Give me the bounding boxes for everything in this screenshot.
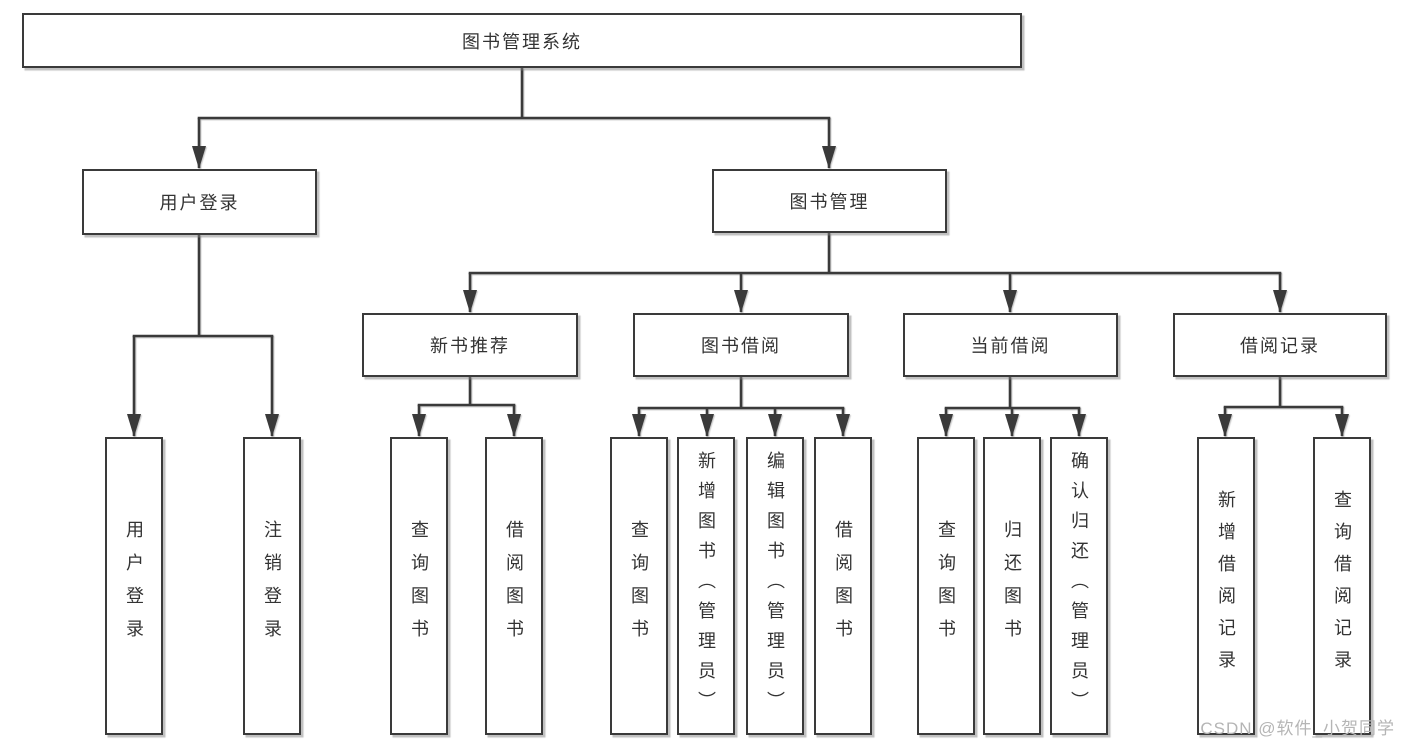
node-user-login: 用户登录 xyxy=(82,169,317,235)
leaf-borrow-book-recommend: 借阅图书 xyxy=(485,437,543,735)
node-book-management: 图书管理 xyxy=(712,169,947,233)
node-label: 借阅图书 xyxy=(833,520,853,652)
leaf-borrow-book: 借阅图书 xyxy=(814,437,872,735)
node-label: 新增图书（管理员） xyxy=(696,451,716,721)
node-label: 归还图书 xyxy=(1002,520,1022,652)
node-current-borrow: 当前借阅 xyxy=(903,313,1118,377)
leaf-query-books-current: 查询图书 xyxy=(917,437,975,735)
node-borrow-records: 借阅记录 xyxy=(1173,313,1387,377)
node-label: 注销登录 xyxy=(262,520,282,652)
node-label: 借阅记录 xyxy=(1240,336,1320,356)
leaf-query-books-borrow: 查询图书 xyxy=(610,437,668,735)
leaf-add-borrow-record: 新增借阅记录 xyxy=(1197,437,1255,735)
leaf-logout-action: 注销登录 xyxy=(243,437,301,735)
arrowheads xyxy=(127,146,1349,437)
node-label: 确认归还（管理员） xyxy=(1069,451,1089,721)
leaf-query-books-recommend: 查询图书 xyxy=(390,437,448,735)
leaf-query-borrow-record: 查询借阅记录 xyxy=(1313,437,1371,735)
node-label: 查询借阅记录 xyxy=(1332,490,1352,682)
node-label: 查询图书 xyxy=(409,520,429,652)
leaf-confirm-return-admin: 确认归还（管理员） xyxy=(1050,437,1108,735)
node-book-borrow: 图书借阅 xyxy=(633,313,849,377)
node-label: 查询图书 xyxy=(936,520,956,652)
csdn-watermark: CSDN @软件_小贺同学 xyxy=(1200,719,1395,738)
leaf-edit-book-admin: 编辑图书（管理员） xyxy=(746,437,804,735)
node-new-book-recommend: 新书推荐 xyxy=(362,313,578,377)
leaf-user-login-action: 用户登录 xyxy=(105,437,163,735)
node-label: 查询图书 xyxy=(629,520,649,652)
node-library-management-system: 图书管理系统 xyxy=(22,13,1022,68)
node-label: 用户登录 xyxy=(159,193,240,213)
node-label: 借阅图书 xyxy=(504,520,524,652)
node-label: 新书推荐 xyxy=(430,336,510,356)
node-label: 编辑图书（管理员） xyxy=(765,451,785,721)
node-label: 图书借阅 xyxy=(701,336,781,356)
node-label: 新增借阅记录 xyxy=(1216,490,1236,682)
node-label: 当前借阅 xyxy=(970,336,1051,356)
node-label: 图书管理系统 xyxy=(462,31,582,52)
node-label: 图书管理 xyxy=(789,192,870,212)
leaf-return-book: 归还图书 xyxy=(983,437,1041,735)
node-label: 用户登录 xyxy=(124,520,144,652)
leaf-add-book-admin: 新增图书（管理员） xyxy=(677,437,735,735)
